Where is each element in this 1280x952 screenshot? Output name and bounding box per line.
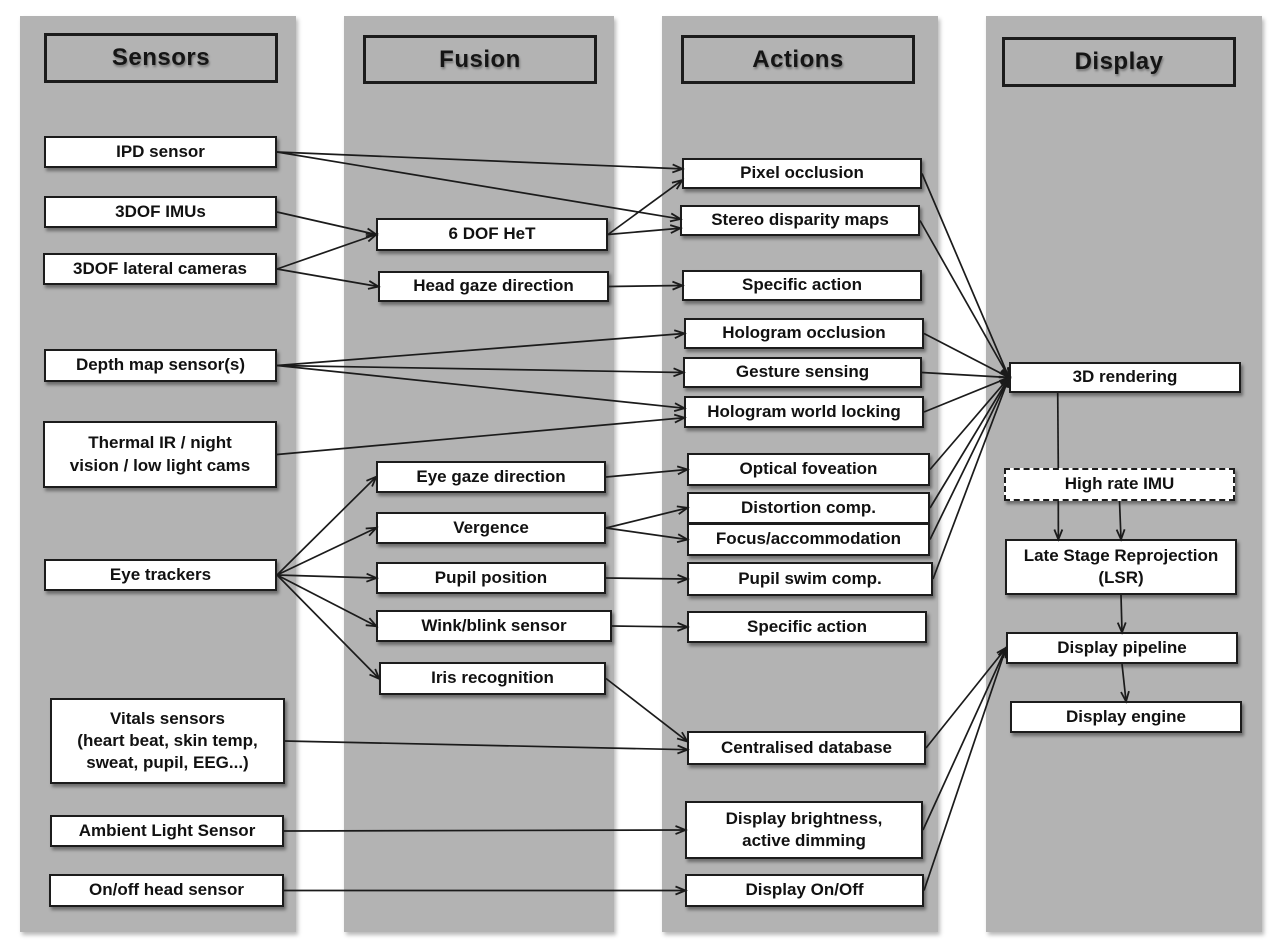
node-specific-action-bottom: Specific action xyxy=(687,611,927,643)
node-vergence: Vergence xyxy=(376,512,606,544)
node-optical-foveation: Optical foveation xyxy=(687,453,930,486)
column-header-actions: Actions xyxy=(681,35,915,84)
node-pixel-occlusion: Pixel occlusion xyxy=(682,158,922,189)
node-3d-rendering: 3D rendering xyxy=(1009,362,1241,393)
node-eye-trackers: Eye trackers xyxy=(44,559,277,591)
node-display-engine: Display engine xyxy=(1010,701,1242,733)
node-thermal-ir-cams: Thermal IR / night vision / low light ca… xyxy=(43,421,277,488)
node-iris-recognition: Iris recognition xyxy=(379,662,606,695)
node-vitals-sensors: Vitals sensors (heart beat, skin temp, s… xyxy=(50,698,285,784)
node-depth-map-sensors: Depth map sensor(s) xyxy=(44,349,277,382)
node-pupil-swim-comp: Pupil swim comp. xyxy=(687,562,933,596)
node-ambient-light-sensor: Ambient Light Sensor xyxy=(50,815,284,847)
node-focus-accommodation: Focus/accommodation xyxy=(687,523,930,556)
column-header-sensors: Sensors xyxy=(44,33,278,83)
column-header-display: Display xyxy=(1002,37,1236,87)
node-display-pipeline: Display pipeline xyxy=(1006,632,1238,664)
node-head-gaze-direction: Head gaze direction xyxy=(378,271,609,302)
node-gesture-sensing: Gesture sensing xyxy=(683,357,922,388)
node-high-rate-imu: High rate IMU xyxy=(1004,468,1235,501)
node-pupil-position: Pupil position xyxy=(376,562,606,594)
node-display-on-off: Display On/Off xyxy=(685,874,924,907)
node-centralised-database: Centralised database xyxy=(687,731,926,765)
node-late-stage-reprojection: Late Stage Reprojection (LSR) xyxy=(1005,539,1237,595)
node-hologram-world-locking: Hologram world locking xyxy=(684,396,924,428)
column-header-fusion: Fusion xyxy=(363,35,597,84)
node-onoff-head-sensor: On/off head sensor xyxy=(49,874,284,907)
node-distortion-comp: Distortion comp. xyxy=(687,492,930,524)
node-3dof-lateral-cameras: 3DOF lateral cameras xyxy=(43,253,277,285)
node-3dof-imus: 3DOF IMUs xyxy=(44,196,277,228)
node-hologram-occlusion: Hologram occlusion xyxy=(684,318,924,349)
node-6dof-het: 6 DOF HeT xyxy=(376,218,608,251)
node-display-brightness: Display brightness, active dimming xyxy=(685,801,923,859)
node-ipd-sensor: IPD sensor xyxy=(44,136,277,168)
node-eye-gaze-direction: Eye gaze direction xyxy=(376,461,606,493)
node-specific-action-top: Specific action xyxy=(682,270,922,301)
node-stereo-disparity-maps: Stereo disparity maps xyxy=(680,205,920,236)
node-wink-blink-sensor: Wink/blink sensor xyxy=(376,610,612,642)
